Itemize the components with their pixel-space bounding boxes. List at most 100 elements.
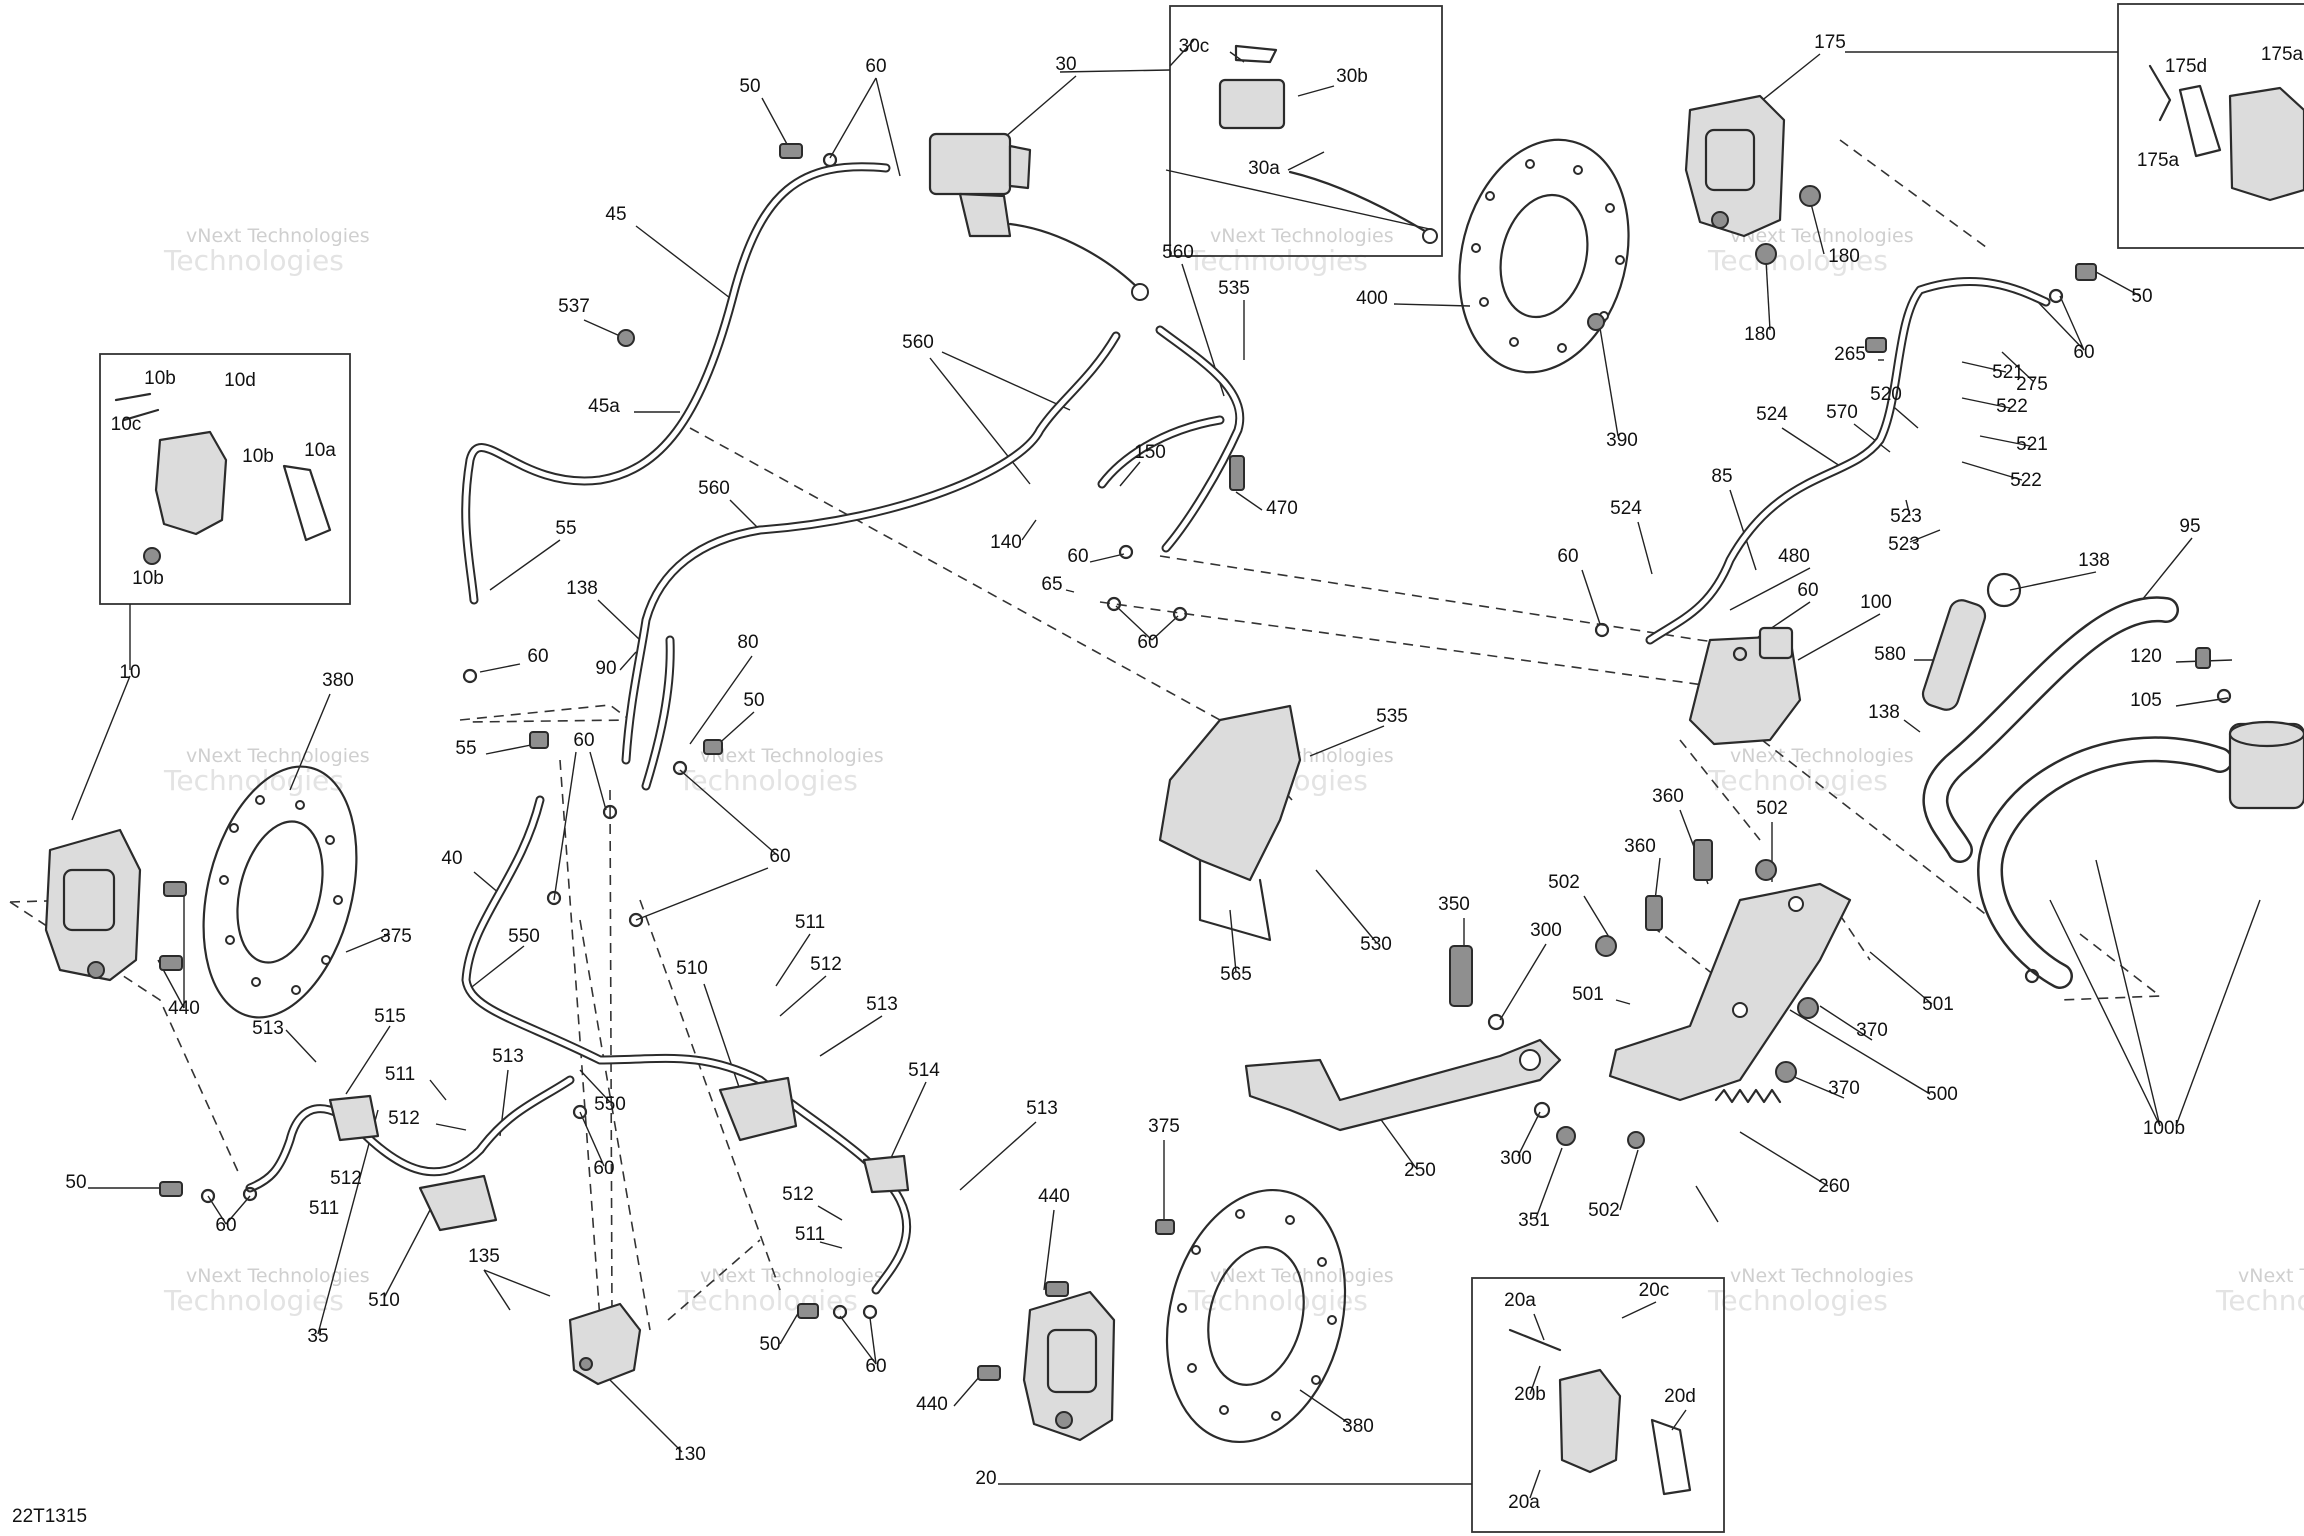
part-callout-55: 55	[555, 518, 576, 539]
part-callout-80: 80	[737, 632, 758, 653]
watermark-text: vNext Technologies	[700, 745, 884, 767]
part-callout-10b: 10b	[132, 568, 164, 589]
detail-box-master-cylinder-30	[1169, 5, 1443, 257]
part-callout-380: 380	[322, 670, 354, 691]
part-callout-370: 370	[1828, 1078, 1860, 1099]
part-callout-60: 60	[865, 1356, 886, 1377]
watermark-text: vNext Technologies	[1730, 225, 1914, 247]
part-callout-360: 360	[1624, 836, 1656, 857]
part-callout-60: 60	[215, 1215, 236, 1236]
part-callout-60: 60	[527, 646, 548, 667]
part-callout-60: 60	[1137, 632, 1158, 653]
part-callout-10b: 10b	[242, 446, 274, 467]
part-callout-521: 521	[2016, 434, 2048, 455]
part-callout-522: 522	[2010, 470, 2042, 491]
part-callout-380: 380	[1342, 1416, 1374, 1437]
part-callout-40: 40	[441, 848, 462, 869]
part-callout-55: 55	[455, 738, 476, 759]
part-callout-501: 501	[1922, 994, 1954, 1015]
detail-box-caliper-10	[99, 353, 351, 605]
return-spring-260	[1714, 1088, 1782, 1104]
watermark-text: vNext Technologies	[2238, 1265, 2304, 1287]
part-callout-537: 537	[558, 296, 590, 317]
brake-disc-front-left	[202, 765, 358, 1019]
part-callout-502: 502	[1548, 872, 1580, 893]
part-callout-120: 120	[2130, 646, 2162, 667]
part-callout-535: 535	[1376, 706, 1408, 727]
part-callout-60: 60	[1557, 546, 1578, 567]
washers	[200, 152, 2232, 1320]
part-callout-180: 180	[1828, 246, 1860, 267]
rear-brake-pedal	[1244, 1038, 1562, 1132]
part-callout-20a: 20a	[1504, 1290, 1536, 1311]
watermark-text: Technologies	[1707, 1284, 1888, 1317]
watermark-text: vNext Technologies	[1730, 1265, 1914, 1287]
master-cylinder-front	[928, 132, 1149, 301]
watermark-text: Technologies	[2215, 1284, 2304, 1317]
part-callout-360: 360	[1652, 786, 1684, 807]
part-callout-515: 515	[374, 1006, 406, 1027]
distribution-block	[568, 1302, 642, 1386]
part-callout-511: 511	[795, 1224, 825, 1245]
watermark-text: vNext Technologies	[186, 1265, 370, 1287]
part-callout-138: 138	[566, 578, 598, 599]
part-callout-10b: 10b	[144, 368, 176, 389]
watermark-text: Technologies	[1707, 764, 1888, 797]
part-callout-500: 500	[1926, 1084, 1958, 1105]
part-callout-50: 50	[2131, 286, 2152, 307]
part-callout-175a: 175a	[2261, 44, 2304, 65]
part-callout-512: 512	[388, 1108, 420, 1129]
drawing-code: 22T1315	[12, 1506, 87, 1527]
part-callout-512: 512	[782, 1184, 814, 1205]
brake-disc-rear	[1458, 138, 1630, 374]
part-callout-85: 85	[1711, 466, 1732, 487]
part-callout-20b: 20b	[1514, 1384, 1546, 1405]
brake-caliper-20	[1022, 1290, 1116, 1442]
part-callout-513: 513	[492, 1046, 524, 1067]
part-callout-550: 550	[594, 1094, 626, 1115]
part-callout-140: 140	[990, 532, 1022, 553]
part-callout-535: 535	[1218, 278, 1250, 299]
part-callout-523: 523	[1888, 534, 1920, 555]
part-callout-50: 50	[739, 76, 760, 97]
part-callout-470: 470	[1266, 498, 1298, 519]
hose-clamps	[328, 1076, 910, 1232]
part-callout-501: 501	[1572, 984, 1604, 1005]
part-callout-370: 370	[1856, 1020, 1888, 1041]
detail-box-caliper-20	[1471, 1277, 1725, 1533]
part-callout-60: 60	[865, 56, 886, 77]
reservoir-tube-580	[1921, 599, 1987, 711]
part-callout-570: 570	[1826, 402, 1858, 423]
detail-box-caliper-175	[2117, 3, 2304, 249]
part-callout-560: 560	[1162, 242, 1194, 263]
part-callout-20: 20	[975, 1468, 996, 1489]
watermark-text: Technologies	[163, 1284, 344, 1317]
part-callout-300: 300	[1500, 1148, 1532, 1169]
caliper-detail-20	[1508, 1328, 1692, 1496]
part-callout-60: 60	[1797, 580, 1818, 601]
part-callout-260: 260	[1818, 1176, 1850, 1197]
part-callout-524: 524	[1610, 498, 1642, 519]
brake-caliper-175	[1684, 94, 1786, 238]
part-callout-60: 60	[573, 730, 594, 751]
part-callout-480: 480	[1778, 546, 1810, 567]
part-callout-60: 60	[769, 846, 790, 867]
pedal-bracket	[1608, 882, 1852, 1102]
fasteners	[143, 143, 2211, 1381]
part-callout-10c: 10c	[111, 414, 142, 435]
part-callout-60: 60	[1067, 546, 1088, 567]
watermark-text: vNext Technologies	[186, 225, 370, 247]
part-callout-510: 510	[676, 958, 708, 979]
part-callout-60: 60	[2073, 342, 2094, 363]
part-callout-138: 138	[2078, 550, 2110, 571]
part-callout-512: 512	[330, 1168, 362, 1189]
part-callout-175d: 175d	[2165, 56, 2207, 77]
caliper-detail-175	[2148, 64, 2304, 202]
part-callout-180: 180	[1744, 324, 1776, 345]
part-callout-135: 135	[468, 1246, 500, 1267]
part-callout-511: 511	[385, 1064, 415, 1085]
part-callout-513: 513	[1026, 1098, 1058, 1119]
brake-disc-front-right	[1165, 1188, 1347, 1444]
part-callout-60: 60	[593, 1158, 614, 1179]
part-callout-524: 524	[1756, 404, 1788, 425]
